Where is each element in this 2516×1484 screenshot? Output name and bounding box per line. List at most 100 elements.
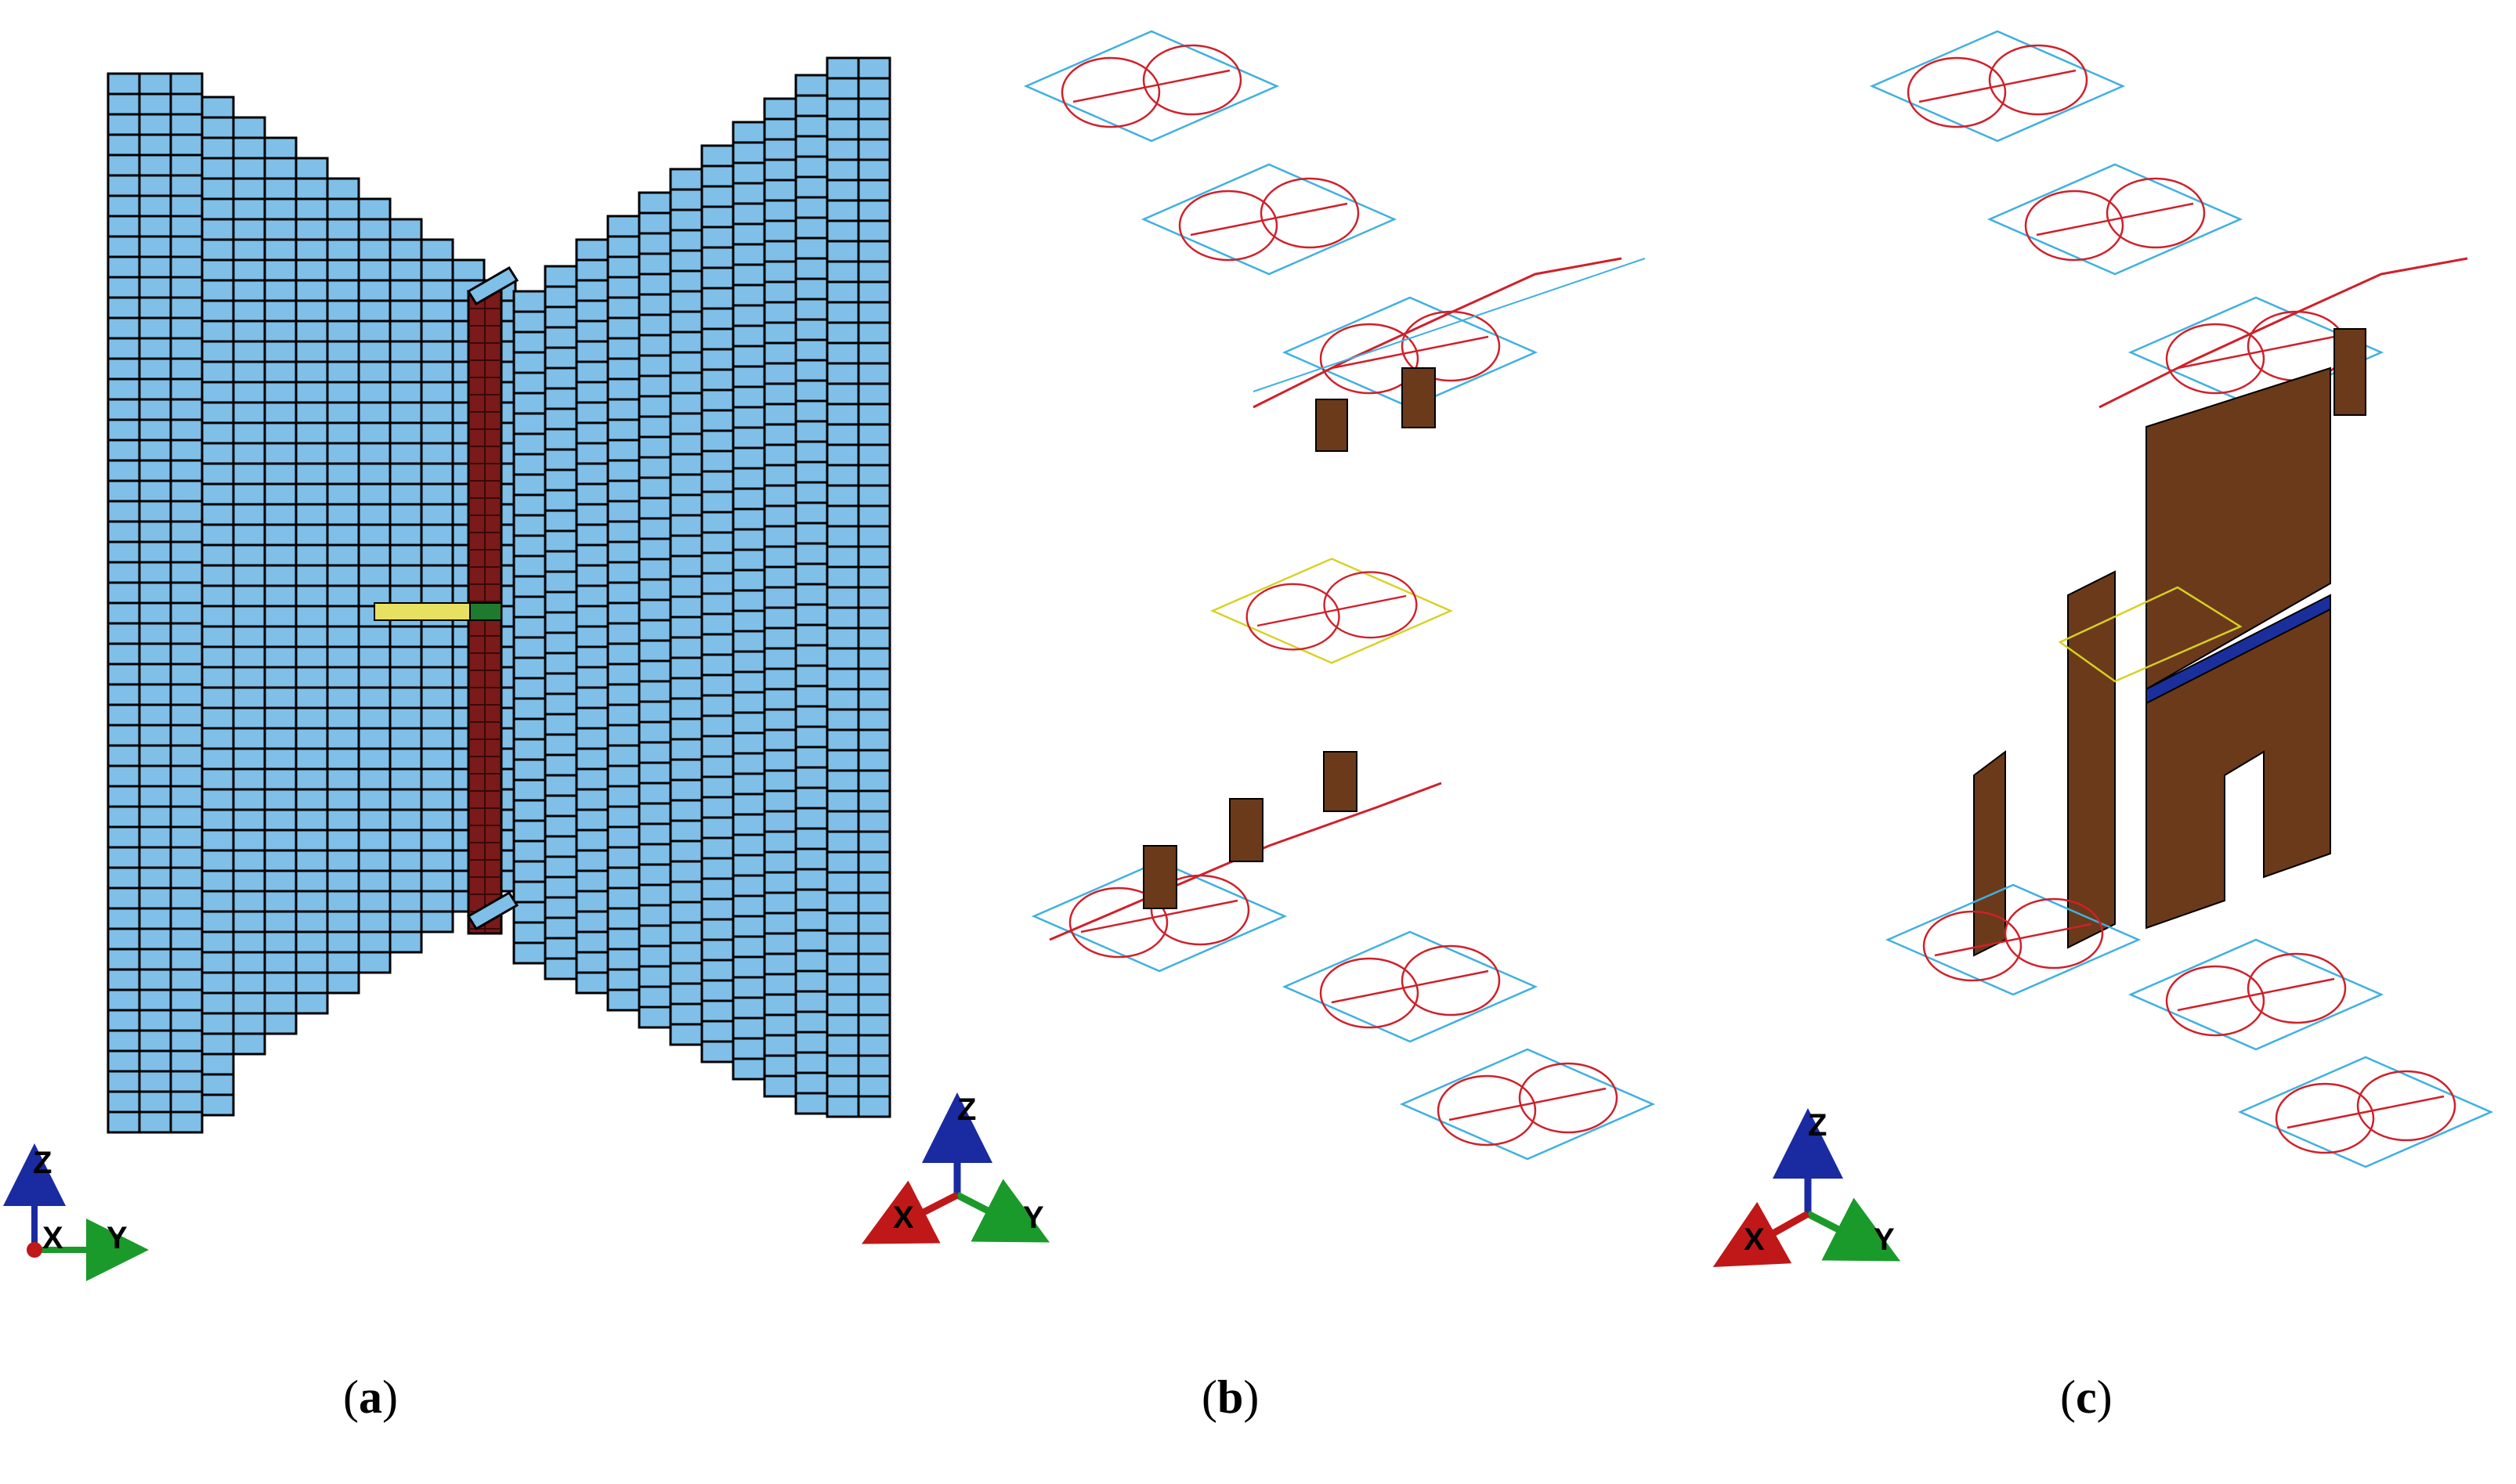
- mesh-cell: [326, 462, 360, 486]
- mesh-cell: [263, 279, 298, 302]
- mesh-cell: [389, 320, 423, 343]
- mesh-cell: [544, 387, 578, 410]
- mesh-cell: [857, 56, 891, 80]
- mesh-cell: [512, 616, 547, 639]
- mesh-cell: [107, 948, 141, 971]
- mesh-cell: [389, 849, 423, 872]
- mesh-cell: [544, 611, 578, 634]
- mesh-cell: [732, 874, 766, 897]
- mesh-cell: [263, 320, 298, 343]
- mesh-cell: [826, 586, 860, 609]
- mesh-cell: [357, 808, 392, 832]
- mesh-cell: [107, 886, 141, 910]
- mesh-cell: [357, 727, 392, 750]
- mesh-cell: [732, 630, 766, 653]
- mesh-cell: [107, 398, 141, 421]
- mesh-cell: [512, 554, 547, 578]
- mesh-cell: [669, 575, 703, 598]
- mesh-cell: [295, 706, 329, 730]
- mesh-cell: [232, 177, 266, 200]
- mesh-cell: [638, 395, 672, 418]
- mesh-cell: [389, 625, 423, 648]
- mesh-cell: [794, 522, 829, 545]
- mesh-cell: [575, 971, 609, 995]
- mesh-cell: [169, 886, 204, 910]
- mesh-cell: [326, 543, 360, 567]
- mesh-cell: [512, 799, 547, 822]
- mesh-cell: [700, 327, 735, 351]
- mesh-cell: [857, 260, 891, 283]
- mesh-cell: [575, 910, 609, 933]
- mesh-cell: [201, 584, 235, 608]
- mesh-cell: [763, 993, 797, 1016]
- mesh-cell: [575, 503, 609, 526]
- mesh-cell: [700, 144, 735, 168]
- mesh-cell: [295, 401, 329, 424]
- mesh-cell: [232, 258, 266, 282]
- mesh-cell: [732, 385, 766, 409]
- mesh-cell: [826, 443, 860, 467]
- mesh-cell: [138, 785, 172, 808]
- mesh-cell: [794, 684, 829, 708]
- mesh-cell: [857, 586, 891, 609]
- mesh-cell: [606, 805, 641, 829]
- mesh-cell: [638, 985, 672, 1009]
- mesh-cell: [544, 550, 578, 573]
- mesh-cell: [638, 354, 672, 377]
- mesh-cell: [732, 507, 766, 531]
- mesh-cell: [606, 459, 641, 482]
- mesh-cell: [700, 307, 735, 330]
- mesh-cell: [732, 772, 766, 796]
- mesh-cell: [357, 401, 392, 424]
- mesh-cell: [794, 807, 829, 830]
- mesh-cell: [107, 764, 141, 788]
- mesh-cell: [232, 971, 266, 995]
- mesh-cell: [732, 548, 766, 572]
- mesh-cell: [138, 1009, 172, 1032]
- mesh-cell: [826, 280, 860, 304]
- mesh-cell: [794, 399, 829, 423]
- mesh-cell: [763, 830, 797, 854]
- mesh-cell: [638, 313, 672, 337]
- mesh-cell: [794, 277, 829, 301]
- mesh-cell: [107, 377, 141, 401]
- mesh-cell: [107, 1049, 141, 1073]
- mesh-cell: [389, 930, 423, 954]
- mesh-cell: [357, 788, 392, 811]
- mesh-cell: [107, 439, 141, 462]
- mesh-cell: [857, 871, 891, 894]
- mesh-cell: [575, 930, 609, 954]
- mesh-cell: [732, 283, 766, 307]
- mesh-cell: [138, 703, 172, 727]
- mesh-cell: [732, 731, 766, 755]
- mesh-cell: [732, 324, 766, 348]
- mesh-cell: [201, 96, 235, 119]
- mesh-cell: [420, 401, 454, 424]
- mesh-cell: [107, 785, 141, 808]
- mesh-cell: [201, 462, 235, 486]
- mesh-cell: [544, 529, 578, 553]
- mesh-cell: [232, 442, 266, 465]
- mesh-cell: [857, 810, 891, 833]
- mesh-cell: [857, 667, 891, 691]
- mesh-cell: [857, 993, 891, 1016]
- mesh-cell: [857, 850, 891, 874]
- mesh-cell: [357, 381, 392, 404]
- mesh-cell: [794, 888, 829, 912]
- mesh-cell: [669, 249, 703, 273]
- mesh-cell: [700, 918, 735, 941]
- mesh-cell: [575, 829, 609, 852]
- mesh-cell: [857, 382, 891, 406]
- mesh-cell: [263, 503, 298, 526]
- plate-bottom-1: [1885, 883, 2142, 996]
- mesh-cell: [544, 814, 578, 838]
- mesh-cell: [357, 951, 392, 974]
- mesh-cell: [575, 584, 609, 608]
- mesh-cell: [826, 728, 860, 752]
- mesh-cell: [138, 113, 172, 136]
- mesh-cell: [357, 503, 392, 526]
- mesh-cell: [732, 1057, 766, 1081]
- mesh-cell: [794, 623, 829, 647]
- mesh-cell: [669, 310, 703, 334]
- mesh-cell: [826, 769, 860, 793]
